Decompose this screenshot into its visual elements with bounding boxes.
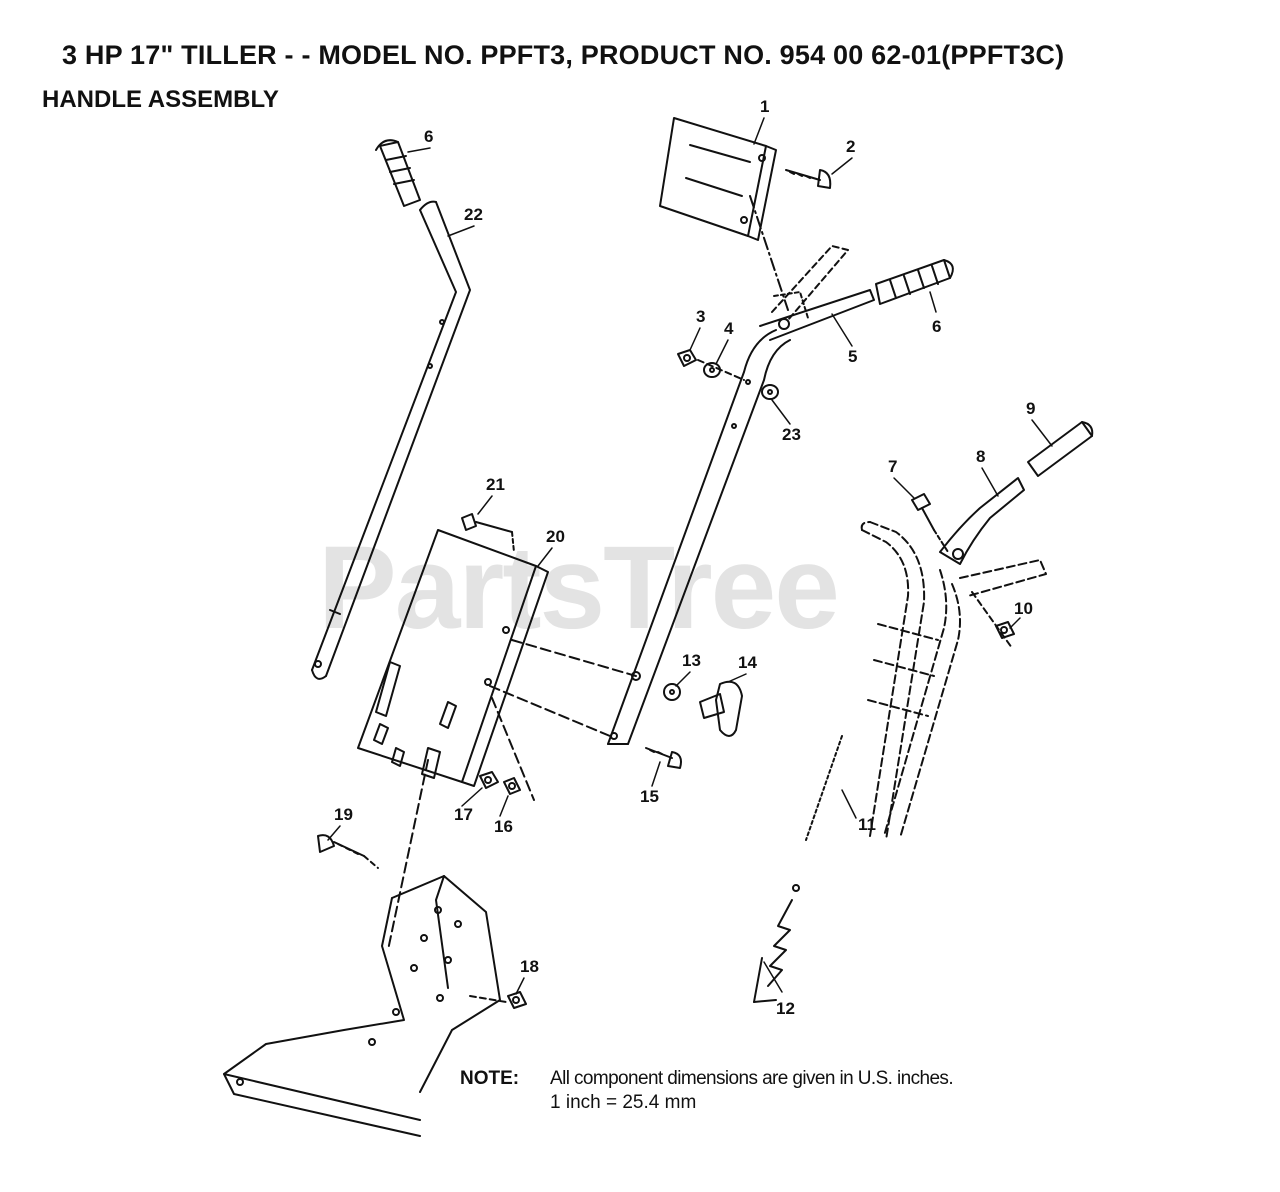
leader-lines	[327, 117, 1053, 995]
callout-5: 5	[848, 347, 857, 366]
part-1-cover[interactable]	[659, 117, 777, 241]
callout-20: 20	[546, 527, 565, 546]
part-8-control-lever[interactable]	[939, 477, 1025, 565]
part-10-nut[interactable]	[971, 591, 1015, 649]
callout-2: 2	[846, 137, 855, 156]
callout-6-left: 6	[424, 127, 433, 146]
callout-8: 8	[976, 447, 985, 466]
callout-23: 23	[782, 425, 801, 444]
callout-16: 16	[494, 817, 513, 836]
callout-19: 19	[334, 805, 353, 824]
callout-11: 11	[858, 815, 876, 834]
page-title: 3 HP 17" TILLER - - MODEL NO. PPFT3, PRO…	[62, 40, 1065, 70]
part-18-nut[interactable]	[507, 991, 527, 1009]
callout-4: 4	[724, 319, 734, 338]
callout-1: 1	[760, 97, 769, 116]
alignment-line	[489, 685, 611, 737]
callout-3: 3	[696, 307, 705, 326]
callout-22: 22	[464, 205, 483, 224]
part-23-washer[interactable]	[761, 384, 779, 400]
part-2-bolt[interactable]	[785, 169, 832, 189]
part-17-nut[interactable]	[479, 771, 499, 789]
part-16-nut[interactable]	[503, 777, 521, 795]
alignment-line	[511, 639, 637, 677]
alignment-line	[491, 697, 535, 801]
callout-17: 17	[454, 805, 473, 824]
callout-6-right: 6	[932, 317, 941, 336]
part-15-bolt[interactable]	[645, 747, 682, 769]
callout-13: 13	[682, 651, 701, 670]
alignment-line	[363, 855, 379, 869]
part-19-bolt[interactable]	[317, 834, 365, 857]
lower-frame[interactable]	[223, 875, 501, 1137]
part-6-right-grip[interactable]	[875, 259, 954, 305]
part-12-spring[interactable]	[753, 735, 843, 1003]
part-9-grip[interactable]	[1027, 421, 1094, 477]
callout-15: 15	[640, 787, 659, 806]
part-11-handle[interactable]	[860, 521, 1047, 841]
alignment-line	[749, 195, 789, 311]
callout-21: 21	[486, 475, 505, 494]
part-13-washer[interactable]	[663, 683, 681, 701]
note-line1: All component dimensions are given in U.…	[550, 1068, 954, 1089]
part-3-nut[interactable]	[677, 349, 697, 367]
callout-14: 14	[738, 653, 757, 672]
part-7-bolt[interactable]	[911, 493, 949, 553]
note-label: NOTE:	[460, 1068, 520, 1089]
alignment-line	[697, 359, 745, 381]
alignment-line	[387, 759, 429, 951]
callout-7: 7	[888, 457, 897, 476]
callout-12: 12	[776, 999, 795, 1018]
note-line2: 1 inch = 25.4 mm	[550, 1092, 697, 1113]
watermark: PartsTree	[318, 522, 840, 654]
callout-labels: 1 2 3 4 5 6 6 7 8 9 10 11 12 13 14 15 16…	[334, 97, 1035, 1018]
part-5-upper-handle[interactable]	[759, 245, 875, 341]
callout-10: 10	[1014, 599, 1033, 618]
part-22-left-handle[interactable]	[311, 200, 471, 680]
alignment-line	[469, 995, 507, 1003]
callout-18: 18	[520, 957, 539, 976]
page-subtitle: HANDLE ASSEMBLY	[42, 86, 279, 113]
callout-9: 9	[1026, 399, 1035, 418]
part-6-left-grip[interactable]	[375, 139, 421, 207]
part-21-bolt[interactable]	[461, 513, 515, 553]
part-14-knob[interactable]	[699, 680, 743, 737]
part-20-bracket[interactable]	[357, 529, 549, 787]
